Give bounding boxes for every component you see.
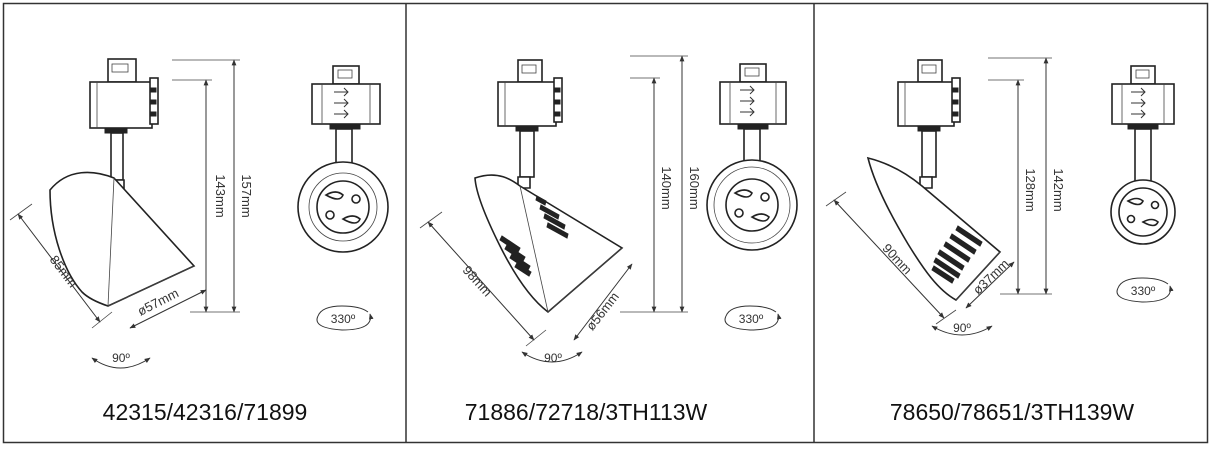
height-inner-label: 128mm <box>1023 168 1038 211</box>
track-adapter-side <box>89 58 159 191</box>
panel-1: 143mm 157mm 85mm ø57mm 90º 330º 42315/42… <box>9 58 389 425</box>
rotation-label: 330º <box>331 312 356 326</box>
track-adapter-side <box>497 59 563 189</box>
gu10-socket-front <box>1110 179 1176 245</box>
height-outer-label: 160mm <box>687 166 702 209</box>
tilt-indicator: 90º <box>91 351 151 369</box>
height-inner-label: 143mm <box>213 174 228 217</box>
track-adapter-front <box>719 63 787 164</box>
gu10-socket-front <box>706 159 798 251</box>
lamp-shade-side <box>474 174 624 314</box>
height-dimensions: 128mm 142mm <box>988 57 1066 295</box>
length-label: 98mm <box>460 263 495 300</box>
diameter-label: ø56mm <box>583 289 622 333</box>
track-adapter-side <box>897 59 961 189</box>
tilt-label: 90º <box>112 351 130 365</box>
gu10-socket-front <box>297 161 389 253</box>
rotation-label: 330º <box>739 312 764 326</box>
panel-3: 128mm 142mm 90mm ø37mm 90º 330º 78650/78… <box>825 57 1176 425</box>
rotation-indicator: 330º <box>1116 277 1174 303</box>
tilt-label: 90º <box>953 321 971 335</box>
rotation-indicator: 330º <box>724 305 782 331</box>
rotation-label: 330º <box>1131 284 1156 298</box>
outer-frame <box>2 2 1209 444</box>
tilt-label: 90º <box>544 351 562 365</box>
tilt-indicator: 90º <box>931 321 993 336</box>
model-number: 42315/42316/71899 <box>103 399 308 425</box>
height-dimensions: 140mm 160mm <box>620 55 702 313</box>
height-inner-label: 140mm <box>659 166 674 209</box>
panel-2: 140mm 160mm 98mm ø56mm 90º 330º 71886/72… <box>419 55 798 425</box>
rotation-indicator: 330º <box>316 305 374 331</box>
model-number: 71886/72718/3TH113W <box>465 399 708 425</box>
tilt-indicator: 90º <box>521 351 583 365</box>
track-adapter-front <box>311 65 381 164</box>
height-outer-label: 142mm <box>1051 168 1066 211</box>
height-dimensions: 143mm 157mm <box>172 59 254 313</box>
height-outer-label: 157mm <box>239 174 254 217</box>
model-number: 78650/78651/3TH139W <box>890 399 1135 425</box>
track-adapter-front <box>1111 65 1175 184</box>
